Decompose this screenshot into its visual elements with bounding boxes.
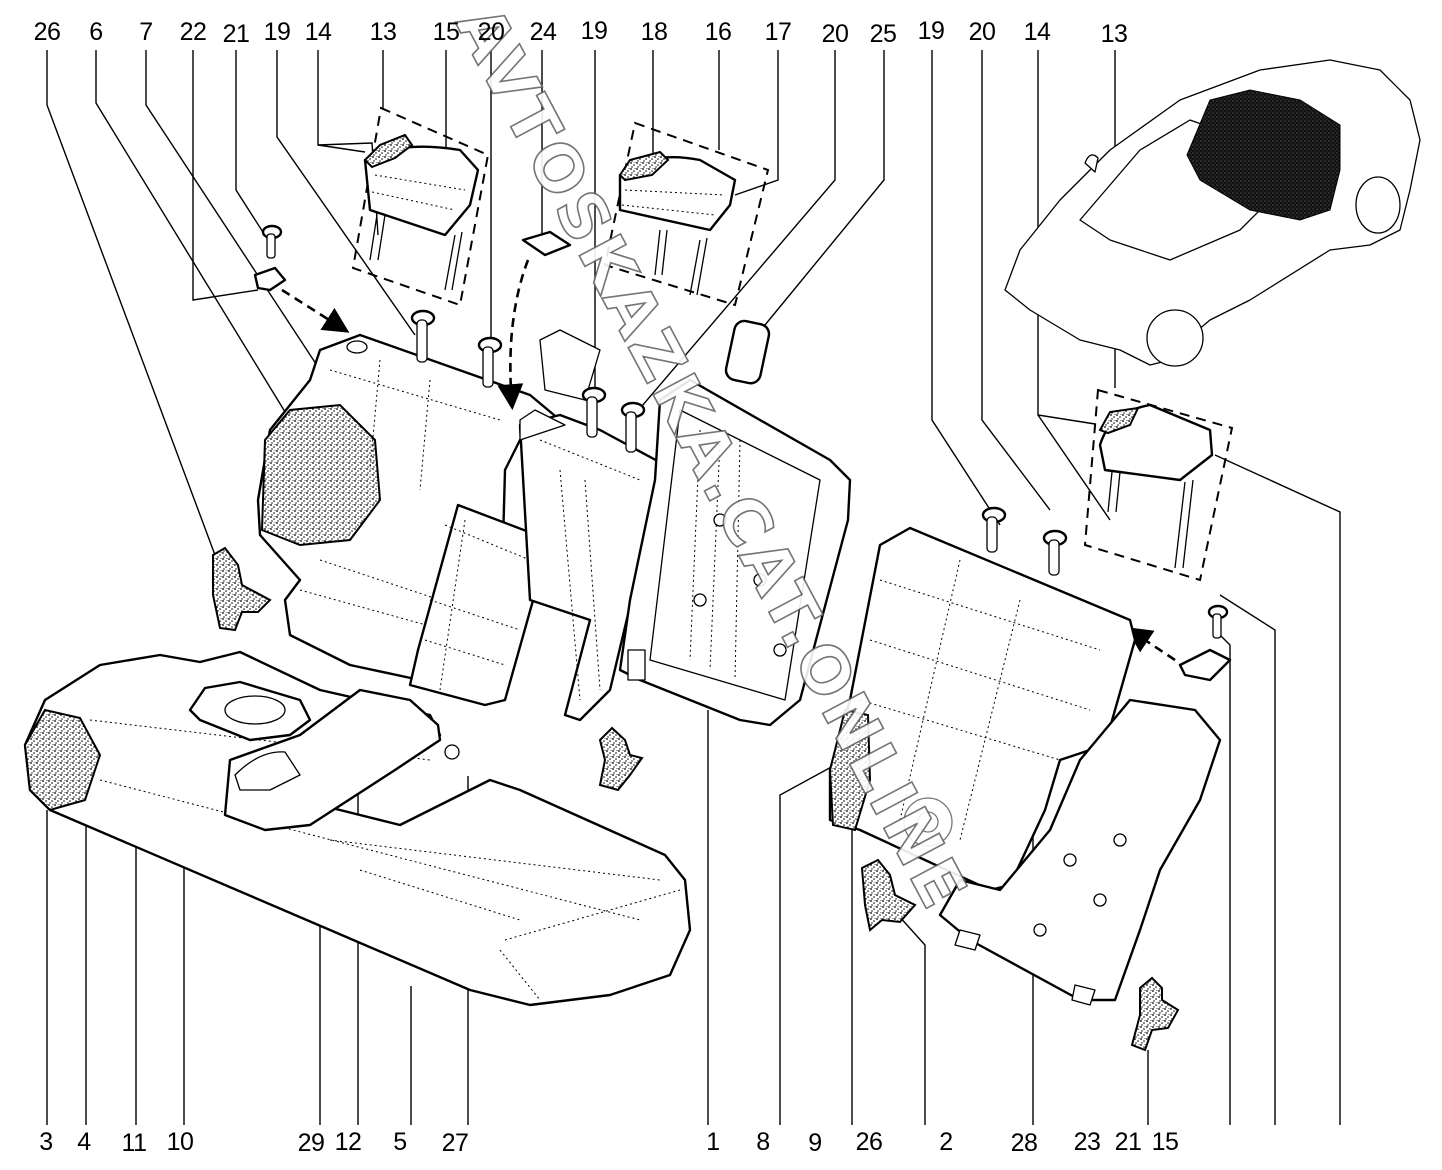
brackets	[212, 546, 1180, 1052]
callout-22: 22	[179, 18, 207, 46]
callout-13: 13	[369, 18, 397, 46]
callout-28: 28	[1010, 1129, 1038, 1157]
callout-14: 14	[1023, 18, 1051, 46]
seat-cushion	[23, 650, 692, 1007]
callout-5: 5	[393, 1128, 407, 1156]
callout-18: 18	[640, 18, 668, 46]
bolt-21-left	[261, 224, 283, 259]
callout-24: 24	[529, 18, 557, 46]
callout-23: 23	[1073, 1128, 1101, 1156]
seat-back-frame	[539, 329, 852, 727]
callout-19: 19	[580, 17, 608, 45]
callout-16: 16	[704, 18, 732, 46]
bolt-20-center	[620, 401, 646, 453]
callout-25: 25	[869, 20, 897, 48]
bolt-19-center	[581, 386, 607, 438]
callout-21: 21	[1114, 1128, 1142, 1156]
callout-26: 26	[855, 1128, 883, 1156]
callout-14: 14	[304, 18, 332, 46]
callout-4: 4	[77, 1128, 91, 1156]
callout-6: 6	[89, 18, 103, 46]
callout-8: 8	[756, 1128, 770, 1156]
right-seat-back-frame	[938, 698, 1222, 1006]
bolt-19-right	[981, 506, 1007, 553]
callout-20: 20	[968, 18, 996, 46]
bolt-19-left	[410, 309, 436, 363]
vehicle-locator	[1004, 59, 1421, 367]
callout-7: 7	[139, 18, 153, 46]
fasteners	[253, 224, 1232, 682]
callout-15: 15	[432, 18, 460, 46]
headrest-left	[351, 106, 490, 307]
callout-15: 15	[1151, 1128, 1179, 1156]
latch-24	[521, 230, 572, 257]
armrest	[188, 680, 460, 832]
headrest-center	[603, 121, 770, 307]
callout-27: 27	[441, 1129, 469, 1157]
callout-20: 20	[821, 20, 849, 48]
callout-9: 9	[808, 1129, 822, 1157]
callout-10: 10	[166, 1128, 194, 1156]
callout-2: 2	[939, 1128, 953, 1156]
callout-19: 19	[263, 18, 291, 46]
bolt-20-right	[1042, 529, 1068, 576]
callout-21: 21	[222, 20, 250, 48]
callout-1: 1	[706, 1128, 720, 1156]
bolt-20-left	[477, 336, 503, 388]
right-seat-back	[828, 526, 1137, 892]
bolt-21-right	[1207, 604, 1229, 639]
callout-19: 19	[917, 17, 945, 45]
bracket-22	[253, 266, 287, 292]
callout-12: 12	[334, 1128, 362, 1156]
callout-26: 26	[33, 18, 61, 46]
callout-13: 13	[1100, 20, 1128, 48]
callout-3: 3	[39, 1128, 53, 1156]
release-button-25	[724, 319, 771, 385]
callout-29: 29	[297, 1129, 325, 1157]
callout-20: 20	[477, 18, 505, 46]
bracket-23	[1178, 648, 1232, 682]
callout-17: 17	[764, 18, 792, 46]
callout-11: 11	[121, 1129, 147, 1157]
headrest-right	[1083, 388, 1234, 582]
